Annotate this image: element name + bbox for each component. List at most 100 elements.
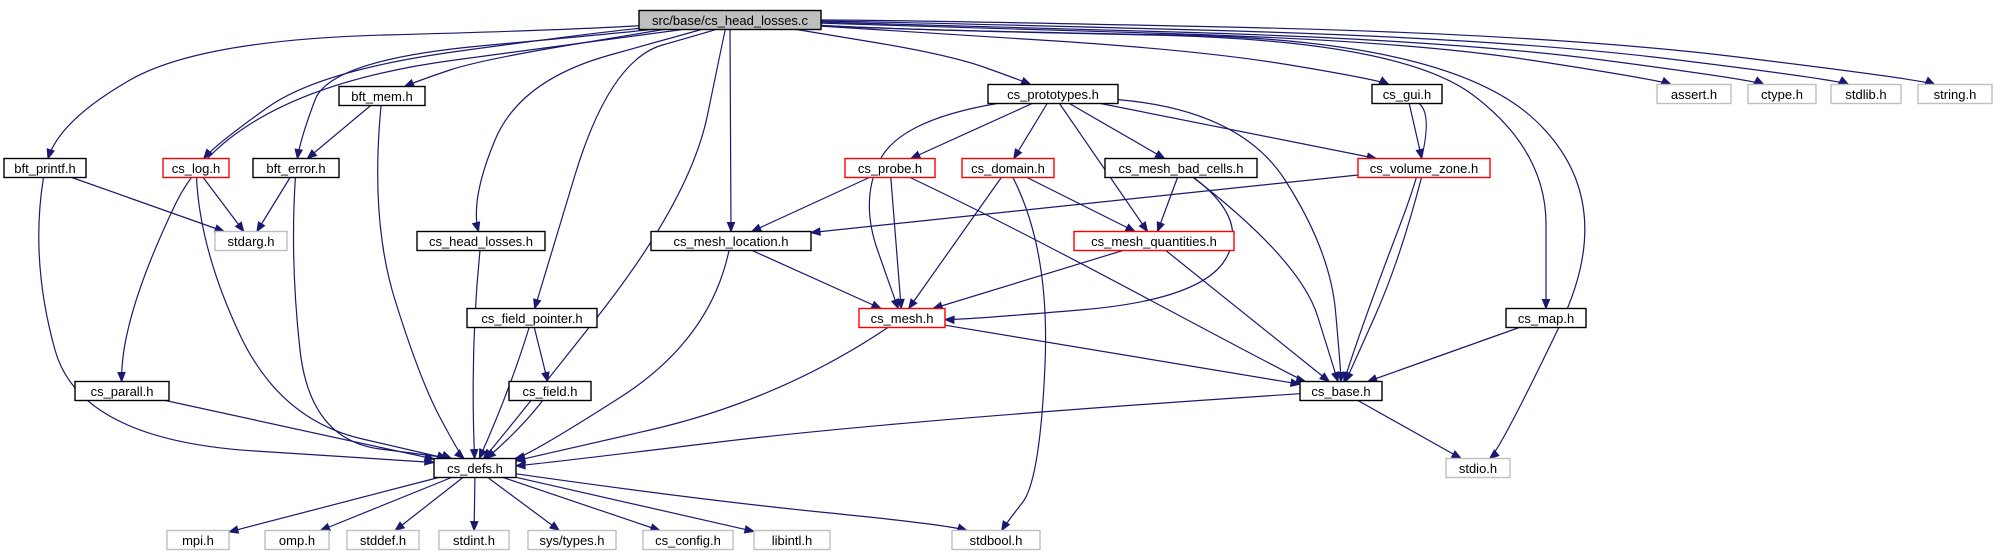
- node-cs_field_pointer[interactable]: cs_field_pointer.h: [466, 307, 598, 329]
- edge-line: [515, 327, 889, 462]
- node-box: [74, 380, 170, 402]
- node-cs_map[interactable]: cs_map.h: [1505, 307, 1587, 329]
- edge-cs_volume_zone-to-cs_base: [1344, 177, 1423, 383]
- node-label: bft_error.h: [266, 161, 325, 176]
- node-cs_base[interactable]: cs_base.h: [1299, 380, 1383, 402]
- edge-root-to-stdio: [820, 24, 1586, 460]
- edge-line: [868, 102, 998, 309]
- node-libintl: libintl.h: [753, 529, 831, 551]
- edge-line: [944, 324, 1301, 385]
- node-bft_printf[interactable]: bft_printf.h: [3, 157, 87, 179]
- node-stdio: stdio.h: [1445, 457, 1511, 479]
- arrowhead: [1753, 76, 1765, 86]
- node-box: [1747, 83, 1817, 105]
- edge-cs_gui-to-cs_base: [1342, 103, 1427, 383]
- edge-line: [1357, 399, 1462, 460]
- node-box: [1917, 83, 1993, 105]
- node-bft_error[interactable]: bft_error.h: [252, 157, 340, 179]
- node-cs_mesh_bad_cells[interactable]: cs_mesh_bad_cells.h: [1104, 157, 1258, 179]
- edge-cs_log-to-stdarg: [202, 177, 245, 233]
- node-root[interactable]: src/base/cs_head_losses.c: [638, 9, 822, 31]
- edge-cs_prototypes-to-cs_mesh: [868, 102, 998, 310]
- node-label: cs_field.h: [523, 384, 578, 399]
- edge-cs_mesh_bad_cells-to-cs_mesh_quantities: [1156, 177, 1179, 233]
- node-box: [252, 157, 340, 179]
- node-stdarg: stdarg.h: [214, 230, 288, 252]
- node-cs_log[interactable]: cs_log.h: [162, 157, 230, 179]
- edge-cs_defs-to-sys_types: [487, 477, 561, 532]
- arrowhead: [394, 521, 406, 532]
- node-cs_mesh_location[interactable]: cs_mesh_location.h: [650, 230, 812, 252]
- edge-line: [820, 21, 1764, 86]
- node-box: [527, 529, 617, 551]
- node-cs_field[interactable]: cs_field.h: [508, 380, 592, 402]
- edge-line: [820, 22, 1672, 86]
- edge-line: [195, 177, 447, 460]
- node-cs_mesh[interactable]: cs_mesh.h: [858, 307, 946, 329]
- edge-cs_mesh_bad_cells-to-cs_mesh: [943, 177, 1234, 325]
- edge-line: [515, 250, 730, 460]
- edges-layer: [38, 19, 1936, 534]
- arrowhead: [909, 150, 922, 160]
- edge-line: [909, 176, 1306, 383]
- node-cs_domain[interactable]: cs_domain.h: [961, 157, 1055, 179]
- node-label: cs_map.h: [1518, 311, 1574, 326]
- arrowhead: [907, 298, 918, 310]
- node-box: [951, 529, 1041, 551]
- edge-cs_mesh_quantities-to-cs_mesh: [931, 249, 1124, 310]
- edge-bft_error-to-stdarg: [256, 177, 291, 233]
- edge-line: [296, 28, 651, 159]
- edge-cs_mesh_location-to-cs_mesh: [751, 249, 883, 310]
- edge-cs_defs-to-omp: [319, 476, 452, 532]
- node-label: cs_domain.h: [971, 161, 1045, 176]
- edge-bft_mem-to-bft_error: [306, 105, 372, 160]
- edge-line: [1367, 326, 1520, 383]
- node-stdbool: stdbool.h: [951, 529, 1041, 551]
- edge-cs_prototypes-to-cs_base: [1117, 99, 1346, 383]
- arrowhead: [548, 521, 561, 532]
- arrowhead: [1837, 76, 1850, 86]
- node-box: [1073, 230, 1235, 252]
- node-box: [166, 529, 230, 551]
- edge-root-to-cs_gui: [820, 25, 1390, 86]
- edge-line: [202, 177, 245, 232]
- node-cs_parall[interactable]: cs_parall.h: [74, 380, 170, 402]
- edge-root-to-cs_log: [202, 27, 640, 160]
- node-cs_gui[interactable]: cs_gui.h: [1371, 83, 1443, 105]
- node-box: [961, 157, 1055, 179]
- node-box: [3, 157, 87, 179]
- edge-cs_domain-to-stdbool: [1001, 177, 1047, 532]
- node-cs_mesh_quantities[interactable]: cs_mesh_quantities.h: [1073, 230, 1235, 252]
- node-assert: assert.h: [1656, 83, 1732, 105]
- node-box: [416, 230, 546, 252]
- node-cs_volume_zone[interactable]: cs_volume_zone.h: [1357, 157, 1491, 179]
- edge-line: [932, 249, 1124, 310]
- node-cs_probe[interactable]: cs_probe.h: [844, 157, 936, 179]
- arrowhead: [471, 221, 481, 233]
- edge-cs_mesh_location-to-cs_defs: [513, 250, 730, 461]
- edge-line: [820, 24, 1586, 459]
- edge-root-to-cs_prototypes: [796, 28, 1032, 86]
- edge-cs_prototypes-to-cs_mesh_bad_cells: [1069, 102, 1166, 160]
- arrowhead: [750, 223, 763, 233]
- node-label: stdbool.h: [970, 533, 1023, 548]
- node-cs_head_losses[interactable]: cs_head_losses.h: [416, 230, 546, 252]
- node-cs_prototypes[interactable]: cs_prototypes.h: [987, 83, 1119, 105]
- arrowhead: [1378, 76, 1390, 86]
- node-label: stddef.h: [360, 533, 406, 548]
- node-box: [508, 380, 592, 402]
- arrowhead: [896, 298, 905, 310]
- node-cs_defs[interactable]: cs_defs.h: [433, 457, 517, 479]
- node-box: [638, 9, 822, 31]
- edge-line: [404, 28, 664, 88]
- edge-root-to-cs_mesh_location: [726, 29, 736, 233]
- node-label: cs_mesh_location.h: [674, 234, 789, 249]
- arrowhead: [1124, 223, 1137, 233]
- edge-cs_mesh-to-cs_base: [944, 324, 1302, 387]
- arrowhead: [1156, 221, 1165, 233]
- arrowhead: [1001, 520, 1011, 532]
- edge-line: [751, 249, 882, 310]
- arrowhead: [726, 222, 736, 233]
- node-bft_mem[interactable]: bft_mem.h: [338, 85, 426, 107]
- node-label: cs_mesh_bad_cells.h: [1118, 161, 1243, 176]
